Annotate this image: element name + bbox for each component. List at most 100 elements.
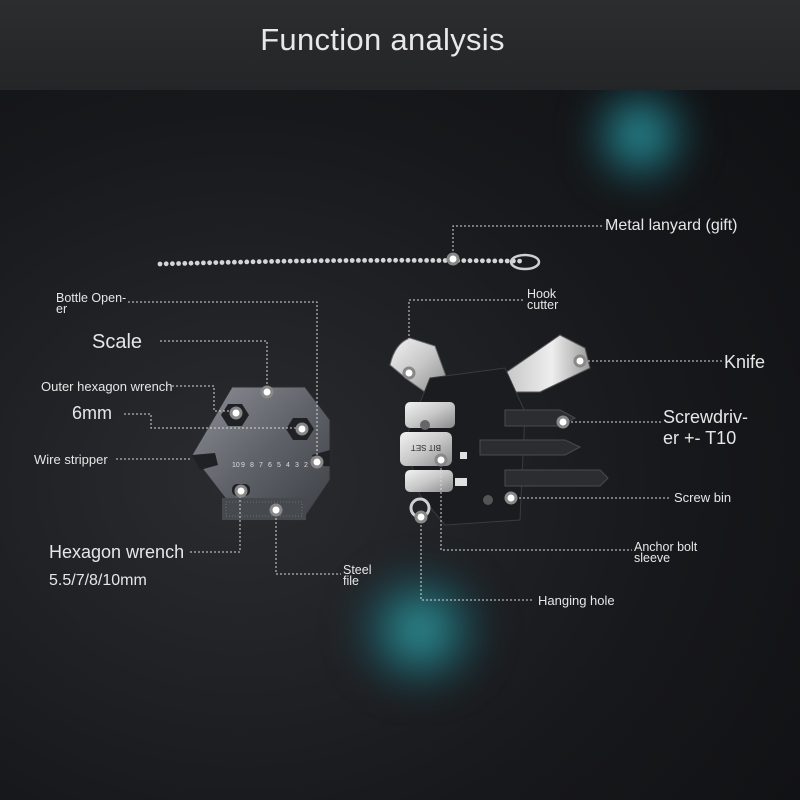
callout-markers [229, 252, 587, 524]
chain-bead [343, 258, 349, 263]
chain-bead [163, 261, 169, 267]
marker-screw-bin [504, 491, 518, 505]
chain-bead [430, 258, 436, 263]
marker-6mm-right [295, 422, 309, 436]
marker-scale [260, 385, 274, 399]
label-steel-file-line1: Steel [343, 563, 372, 577]
label-screwdriver-line2: er +- T10 [663, 428, 737, 448]
chain-bead [418, 258, 423, 263]
chain-bead [393, 257, 398, 263]
marker-hexagon-wrench [234, 484, 248, 498]
chain-bead [170, 261, 175, 267]
label-hexagon-sizes: 5.5/7/8/10mm [49, 572, 147, 589]
screwdriver-bit-t10 [504, 469, 609, 487]
label-hanging-hole: Hanging hole [538, 593, 615, 608]
ball-chain-lanyard [157, 257, 522, 267]
page-title: Function analysis [260, 22, 505, 57]
marker-anchor-bolt [434, 453, 448, 467]
label-hook-cutter: Hook cutter [527, 287, 559, 312]
chain-bead [380, 257, 386, 263]
chain-bead [232, 259, 237, 265]
label-bottle-opener-line1: Bottle Open- [56, 291, 127, 305]
label-outer-hexagon-wrench: Outer hexagon wrench [41, 379, 173, 394]
scale-number: 9 [241, 462, 245, 469]
chain-bead [213, 260, 219, 265]
chain-bead [504, 258, 510, 264]
label-hook-cutter-line1: Hook [527, 287, 557, 301]
chain-bead [442, 258, 448, 263]
chain-bead [306, 258, 312, 264]
chain-bead [349, 258, 355, 263]
chain-bead [325, 258, 330, 264]
label-anchor-bolt-line2: sleeve [634, 551, 671, 565]
label-anchor-bolt-line1: Anchor bolt [634, 540, 698, 554]
marker-knife [573, 354, 587, 368]
chain-bead [300, 258, 305, 264]
label-scale: Scale [92, 331, 143, 353]
chain-bead [256, 259, 262, 265]
chain-bead [225, 259, 231, 265]
scale-number: 2 [304, 462, 308, 469]
chain-bead [362, 258, 367, 263]
chain-bead [498, 258, 504, 264]
title-bar: Function analysis [0, 0, 800, 90]
scale-number: 8 [250, 462, 254, 469]
label-screw-bin: Screw bin [674, 490, 732, 505]
chain-bead [517, 258, 522, 264]
chain-bead [263, 259, 268, 264]
chain-bead [244, 259, 250, 265]
chain-bead [188, 260, 194, 266]
label-wire-stripper: Wire stripper [34, 452, 108, 467]
chain-bead [368, 258, 374, 263]
scale-number: 5 [277, 462, 281, 469]
label-hook-cutter-line2: cutter [527, 298, 559, 312]
label-screwdriver-line1: Screwdriv- [663, 407, 749, 427]
label-knife: Knife [724, 352, 766, 372]
chain-bead [399, 257, 405, 263]
chain-bead [486, 258, 491, 264]
chain-bead [182, 261, 188, 266]
chain-bead [480, 258, 485, 264]
chain-bead [405, 257, 411, 263]
label-metal-lanyard: Metal lanyard (gift) [605, 217, 738, 234]
label-screwdriver: Screwdriv- er +- T10 [663, 407, 748, 449]
chain-bead [250, 259, 256, 265]
chain-bead [219, 260, 225, 265]
chain-bead [207, 260, 213, 266]
label-bottle-opener-line2: er [56, 302, 68, 316]
scale-number: 4 [286, 462, 290, 469]
chain-bead [356, 258, 361, 263]
marker-hook-cutter [402, 366, 416, 380]
teal-light-glow-top [585, 80, 695, 190]
marker-hanging-hole [414, 510, 428, 524]
screwdriver-bit-flat [479, 439, 582, 456]
chain-bead [492, 258, 498, 264]
teal-light-glow-bottom [345, 570, 495, 690]
chain-bead [411, 258, 417, 263]
chain-bead [176, 261, 182, 266]
chain-bead [436, 258, 442, 263]
chain-bead [467, 258, 473, 264]
marker-bottle-opener [310, 455, 324, 469]
chain-bead [294, 258, 299, 264]
chain-bead [424, 258, 429, 263]
chain-bead [337, 258, 343, 263]
label-anchor-bolt-sleeve: Anchor bolt sleeve [634, 540, 698, 565]
chain-bead [312, 258, 318, 264]
label-steel-file-line2: file [343, 574, 359, 588]
label-steel-file: Steel file [343, 563, 372, 588]
chain-bead [461, 258, 467, 263]
chain-bead [275, 258, 281, 264]
chain-bead [194, 260, 200, 266]
chain-bead [473, 258, 479, 264]
wire-stripper-notch [192, 453, 218, 470]
scale-number: 7 [259, 462, 263, 469]
scale-number: 6 [268, 462, 272, 469]
marker-lanyard [446, 252, 460, 266]
marker-steel-file [269, 503, 283, 517]
marker-6mm-left [229, 406, 243, 420]
